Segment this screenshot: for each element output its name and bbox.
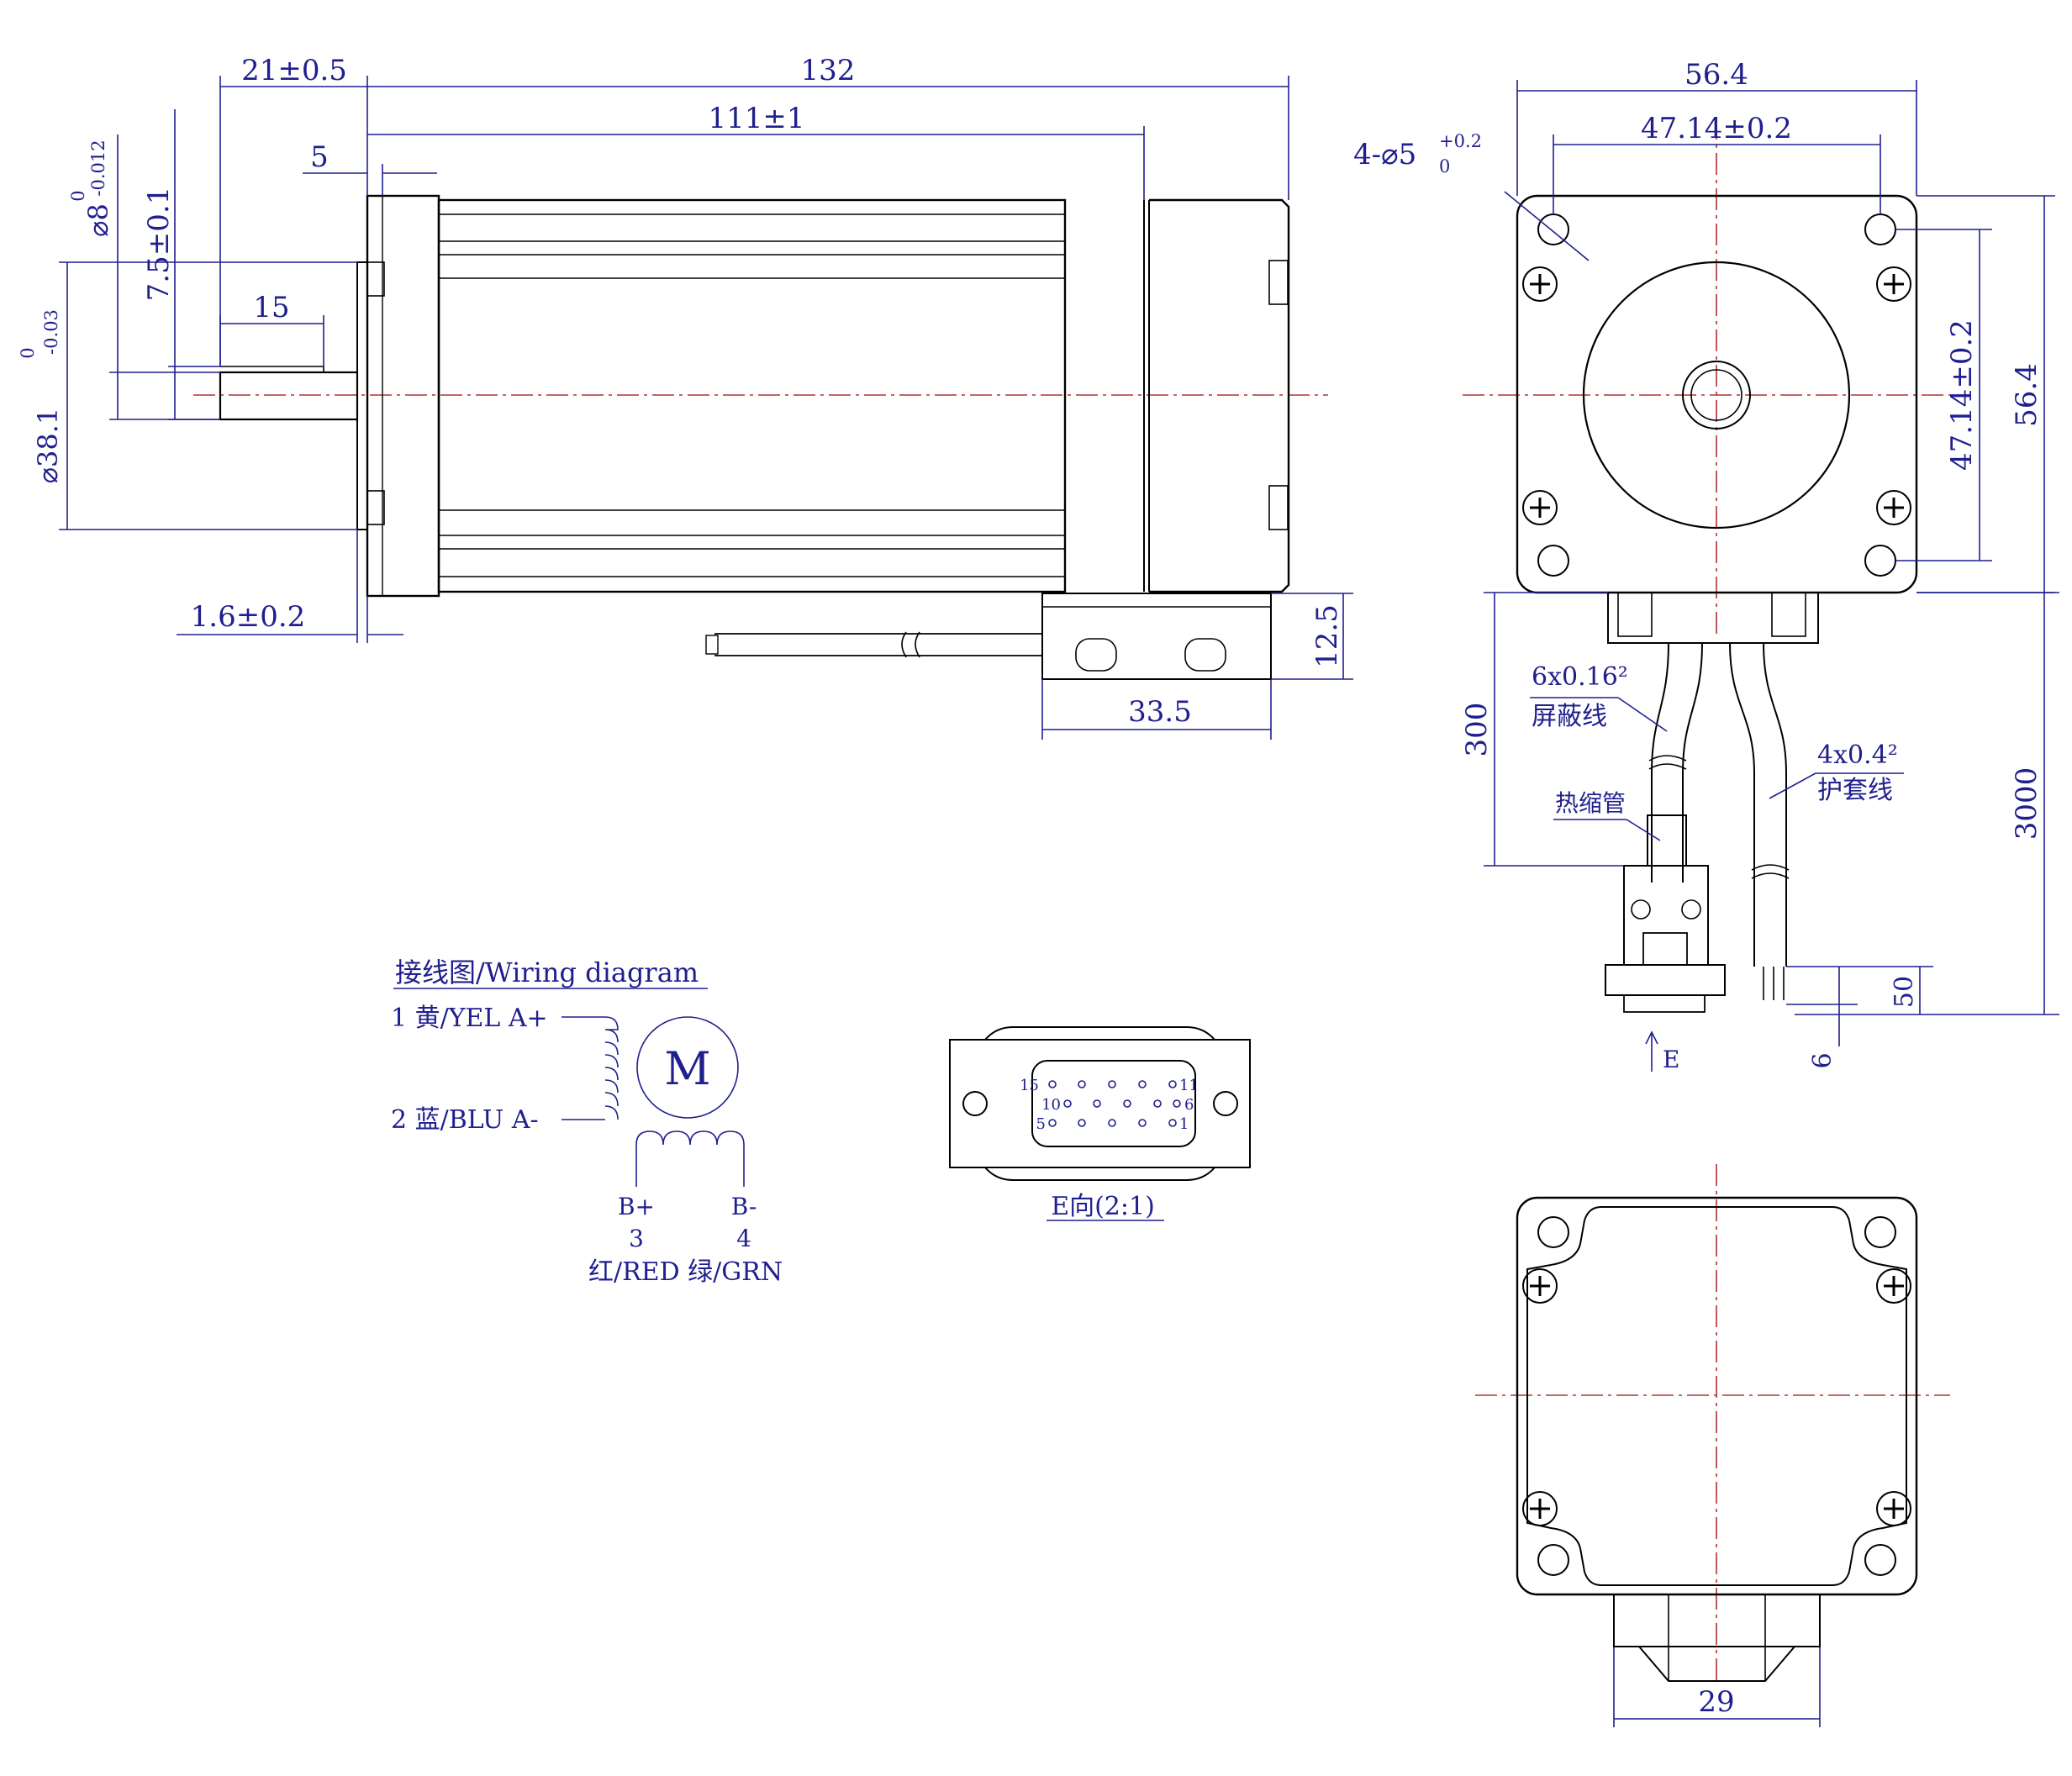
dim-56-4-v: 56.4: [1916, 195, 2055, 593]
b-minus-label: B-: [731, 1193, 757, 1220]
tol-lower: -0.012: [88, 140, 108, 196]
tol-upper: +0.2: [1439, 131, 1482, 151]
sheathed-name: 护套线: [1817, 776, 1893, 805]
rear-view: 29: [1475, 1164, 1950, 1727]
cable-labels: 6x0.16² 屏蔽线 4x0.4² 护套线 热缩管 E: [1530, 662, 1904, 1073]
dim-1-6: 1.6±0.2: [177, 530, 403, 643]
dim-label: 3000: [2010, 767, 2043, 841]
dim-label: 33.5: [1128, 695, 1192, 729]
dim-shaft-diameter: ⌀8 0 -0.012: [68, 134, 220, 420]
tol-upper: 0: [18, 347, 38, 358]
dim-label: 50: [1890, 976, 1919, 1008]
dim-label: ⌀38.1: [32, 408, 64, 484]
dim-6: 6: [1786, 967, 1858, 1069]
wire-2-label: 2 蓝/BLU A-: [391, 1105, 539, 1135]
dim-label: 47.14±0.2: [1641, 112, 1792, 145]
dim-label: 56.4: [2010, 363, 2043, 427]
dim-5: 5: [303, 140, 437, 196]
b-plus-number: 3: [629, 1225, 644, 1252]
b-minus-number: 4: [736, 1225, 751, 1252]
dim-3000: 3000: [1795, 592, 2059, 1015]
connector-pins: [1048, 1080, 1181, 1127]
dim-56-4-h: 56.4: [1516, 58, 1917, 196]
b-plus-label: B+: [618, 1193, 655, 1220]
pin-10-label: 10: [1041, 1096, 1061, 1114]
dim-label: 12.5: [1310, 604, 1344, 668]
dim-50: 50: [1786, 966, 1933, 1014]
dim-29: 29: [1613, 1647, 1821, 1727]
wire-1-label: 1 黄/YEL A+: [391, 1004, 548, 1033]
dim-label: 15: [253, 291, 289, 324]
dim-label: ⌀8: [82, 203, 114, 237]
dim-33-5: 33.5: [1041, 679, 1272, 740]
shielded-spec: 6x0.16²: [1532, 662, 1628, 692]
dim-label: 7.5±0.1: [142, 187, 176, 302]
dim-21: 21±0.5: [219, 54, 368, 366]
dim-label: 300: [1460, 703, 1494, 757]
pin-11-label: 11: [1179, 1077, 1199, 1094]
pin-15-label: 15: [1020, 1077, 1039, 1094]
tol-lower: -0.03: [41, 309, 61, 355]
pin-6-label: 6: [1184, 1096, 1194, 1114]
dim-111: 111±1: [367, 102, 1145, 200]
heat-shrink: 热缩管: [1555, 789, 1626, 817]
dim-label: 21±0.5: [241, 54, 347, 87]
connector-view-caption: E向(2:1): [1051, 1192, 1155, 1221]
wire-colors-label: 红/RED 绿/GRN: [588, 1257, 783, 1287]
dim-132: 132: [367, 54, 1289, 200]
connector-e-view: 15 11 10 6 5 1 E向(2:1): [949, 1026, 1251, 1221]
pin-1-label: 1: [1179, 1115, 1189, 1133]
dim-label: 4-⌀5: [1353, 138, 1416, 171]
dim-label: 29: [1698, 1685, 1734, 1719]
dim-holes: 4-⌀5 +0.2 0: [1353, 131, 1590, 261]
dim-pilot-diameter: ⌀38.1 0 -0.03: [18, 261, 357, 530]
dim-label: 132: [801, 54, 856, 87]
dim-label: 47.14±0.2: [1945, 319, 1979, 471]
side-view: 21±0.5 132 111±1 5 15 7.5±0.1: [18, 54, 1353, 740]
dim-label: 5: [310, 140, 329, 174]
dim-label: 6: [1808, 1052, 1837, 1068]
pin-5-label: 5: [1036, 1115, 1046, 1133]
screw-heads: [1522, 266, 1911, 525]
shielded-name: 屏蔽线: [1532, 702, 1607, 731]
dim-15: 15: [219, 291, 324, 366]
sheathed-spec: 4x0.4²: [1817, 740, 1898, 770]
dim-300: 300: [1460, 592, 1624, 867]
dim-label: 56.4: [1684, 58, 1748, 92]
dim-7-5: 7.5±0.1: [142, 109, 220, 420]
front-view: 56.4 47.14±0.2 47.14±0.2 56.4 4-⌀5 +0.2 …: [1353, 58, 2059, 1073]
dim-label: 1.6±0.2: [191, 600, 306, 634]
dim-47-14-h: 47.14±0.2: [1553, 112, 1881, 214]
tol-upper: 0: [68, 190, 88, 201]
view-arrow-label: E: [1663, 1046, 1679, 1073]
dim-12-5: 12.5: [1271, 593, 1353, 680]
dim-47-14-v: 47.14±0.2: [1895, 229, 1992, 561]
wiring-title: 接线图/Wiring diagram: [395, 957, 699, 988]
tol-lower: 0: [1439, 156, 1450, 177]
wiring-diagram: 接线图/Wiring diagram 1 黄/YEL A+ 2 蓝/BLU A-…: [391, 957, 783, 1287]
dim-label: 111±1: [708, 102, 804, 135]
motor-letter: M: [664, 1042, 710, 1095]
